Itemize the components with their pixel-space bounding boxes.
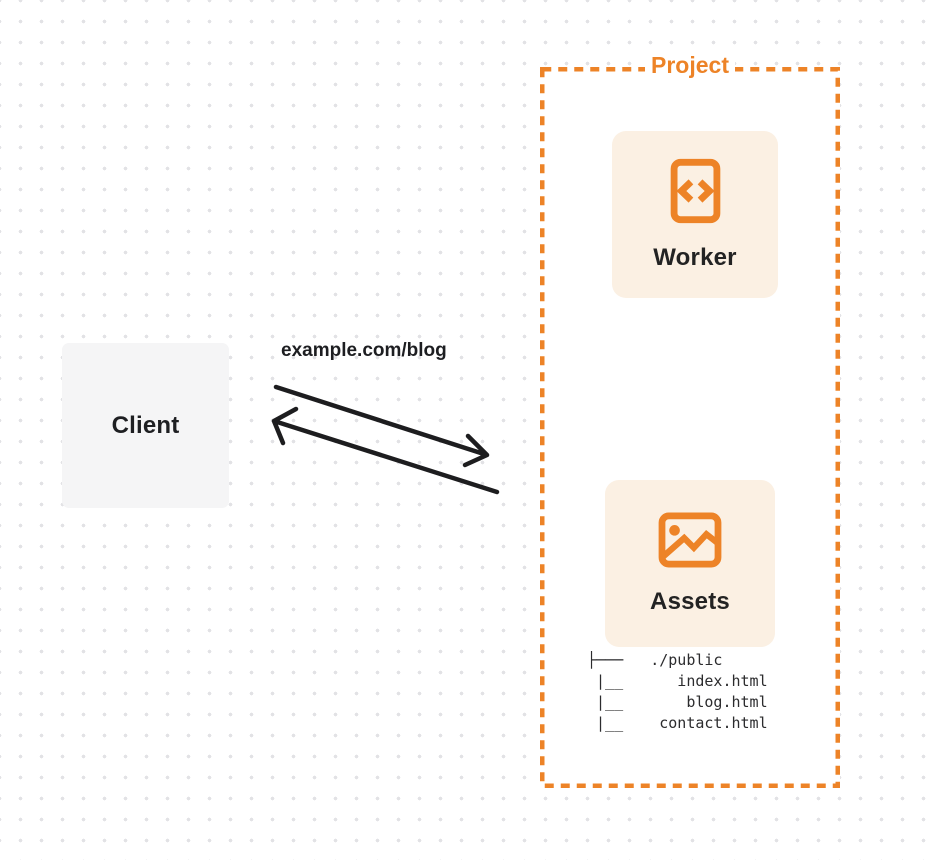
worker-label: Worker xyxy=(653,243,737,271)
client-node: Client xyxy=(62,343,229,508)
image-icon xyxy=(658,511,722,568)
request-arrow xyxy=(273,384,490,468)
worker-node: Worker xyxy=(612,131,778,298)
assets-label: Assets xyxy=(650,587,730,615)
assets-node: Assets xyxy=(605,480,775,647)
client-label: Client xyxy=(111,411,180,439)
project-label: Project xyxy=(645,52,735,79)
code-file-icon xyxy=(670,158,720,223)
response-arrow xyxy=(271,406,500,495)
assets-file-tree: ├─── ./public |__ index.html |__ blog.ht… xyxy=(587,651,768,732)
project-container: Project Worker Assets xyxy=(540,52,840,788)
request-url-label: example.com/blog xyxy=(281,340,447,361)
